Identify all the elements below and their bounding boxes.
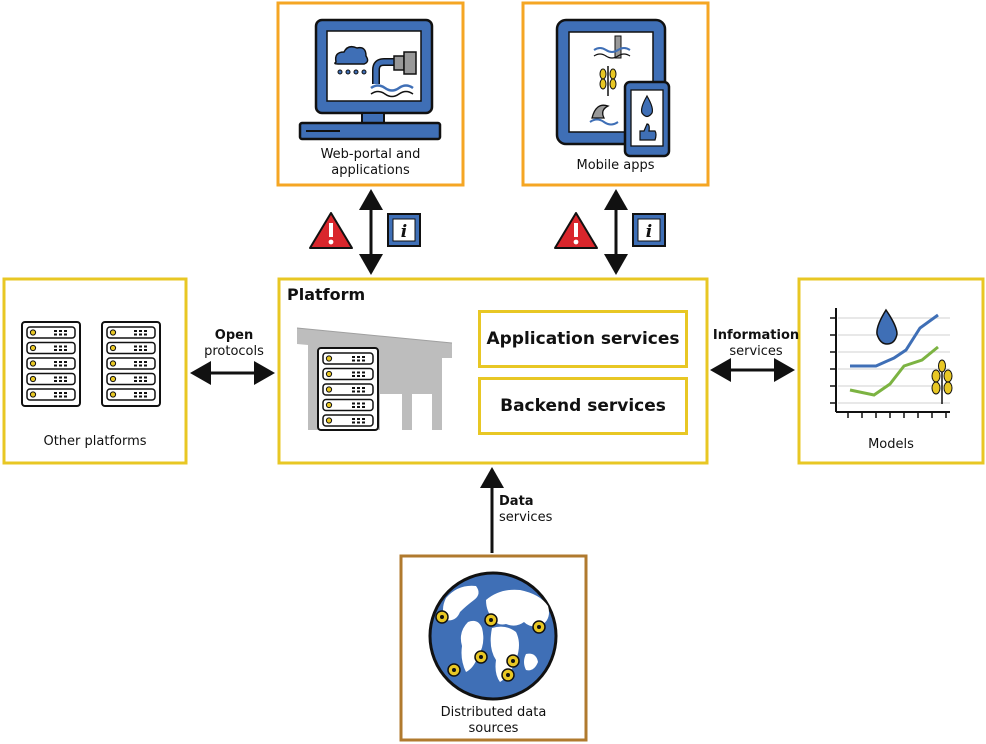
info-icon: i bbox=[632, 213, 666, 247]
desktop-computer-icon bbox=[298, 18, 442, 141]
server-rack-icon bbox=[21, 321, 81, 407]
platform-title: Platform bbox=[287, 285, 366, 304]
warning-icon bbox=[554, 212, 598, 249]
svg-text:i: i bbox=[646, 222, 652, 242]
server-rack-icon bbox=[101, 321, 161, 407]
server-rack-icon bbox=[317, 347, 379, 431]
models-chart-icon bbox=[830, 308, 953, 418]
models-box bbox=[797, 277, 985, 465]
tablet-phone-icon bbox=[555, 18, 671, 158]
open-label: Open bbox=[214, 328, 254, 343]
information-label: Information bbox=[712, 328, 800, 343]
data-services-label: Data services bbox=[499, 494, 559, 526]
models-label: Models bbox=[868, 437, 914, 452]
information-services-label: Information services bbox=[708, 328, 804, 360]
open-protocols-label: Open protocols bbox=[190, 328, 278, 360]
warning-icon bbox=[309, 212, 353, 249]
other-platforms-label: Other platforms bbox=[43, 434, 147, 449]
mobile-apps-label: Mobile apps bbox=[576, 158, 655, 173]
application-services-box: Application services bbox=[478, 310, 688, 368]
data-services-text: services bbox=[499, 510, 553, 525]
data-sources-label: Distributed data sources bbox=[440, 705, 547, 736]
data-label: Data bbox=[499, 494, 534, 509]
globe-icon bbox=[428, 571, 558, 701]
web-portal-label: Web-portal and applications bbox=[320, 147, 421, 178]
svg-text:i: i bbox=[401, 222, 407, 242]
protocols-label: protocols bbox=[204, 344, 264, 359]
backend-services-box: Backend services bbox=[478, 377, 688, 435]
services-label: services bbox=[729, 344, 783, 359]
info-icon: i bbox=[387, 213, 421, 247]
